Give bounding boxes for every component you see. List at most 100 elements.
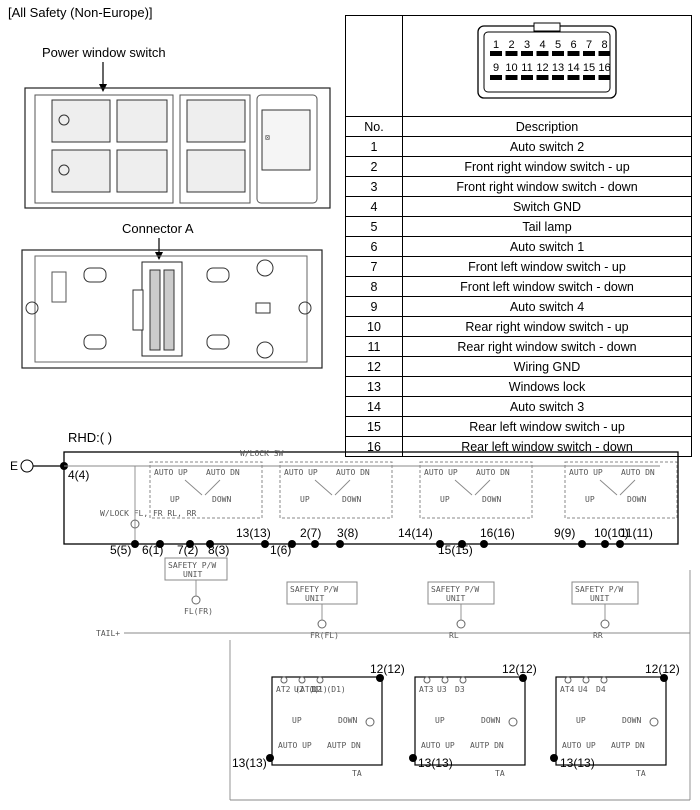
svg-text:AT3: AT3 [419,685,434,694]
connector-pin-number: 15 [583,62,595,74]
svg-text:AUTP DN: AUTP DN [611,741,645,750]
pin-number-cell: 14 [345,396,403,417]
pin-number-cell: 1 [345,136,403,157]
wiring-schematic: E W/LOCK SW W/LOCK FL, FR RL, RR AUTO UP… [10,449,691,801]
connector-pin-top [552,50,564,56]
svg-text:AT2 (AT1): AT2 (AT1) [276,685,319,694]
connector-pin-number: 4 [539,39,545,51]
svg-text:U2 (U1): U2 (U1) [294,685,328,694]
svg-text:U4: U4 [578,685,588,694]
svg-text:AUTO UP: AUTO UP [562,741,596,750]
svg-text:AUTO UP: AUTO UP [278,741,312,750]
connector-pin-number: 3 [524,39,530,51]
svg-text:DOWN: DOWN [212,495,231,504]
connector-pin-number: 8 [601,39,607,51]
svg-text:SAFETY P/W: SAFETY P/W [575,585,623,594]
svg-text:DOWN: DOWN [481,716,500,725]
pin-description-cell: Windows lock [402,376,692,397]
pin-label-layer: 4(4) 5(5) 6(1) 7(2) 8(3) 13(13) 1(6) 2(7… [0,440,700,810]
pin-number-cell: 11 [345,336,403,357]
connector-pin-top [567,50,580,56]
connector-pin-top [490,50,502,56]
pin-description-cell: Auto switch 2 [402,136,692,157]
svg-text:UP: UP [576,716,586,725]
pin-1: 1(6) [270,543,292,557]
svg-text:AUTO UP: AUTO UP [154,468,188,477]
svg-text:⊠: ⊠ [265,133,270,142]
svg-text:UNIT: UNIT [183,570,202,579]
connector-pin-bottom [583,74,595,80]
pin-junction [288,540,296,548]
svg-text:AUTP DN: AUTP DN [327,741,361,750]
pin-9: 9(9) [554,526,576,540]
svg-text:D4: D4 [596,685,606,694]
rhd-label: RHD:( ) [68,430,113,445]
pin-junction [131,540,139,548]
pin-junction [436,540,444,548]
table-header-description: Description [402,116,692,137]
connector-pin-top [536,50,549,56]
pin-12-b: 12(12) [502,662,537,676]
connector-pin-number: 1 [493,39,499,51]
svg-text:DOWN: DOWN [338,716,357,725]
svg-text:DOWN: DOWN [622,716,641,725]
connector-pin-top [598,50,611,56]
pin-13-b: 13(13) [418,756,453,770]
pin-number-cell: 3 [345,176,403,197]
svg-text:DOWN: DOWN [482,495,501,504]
svg-text:AUTO UP: AUTO UP [424,468,458,477]
svg-text:D2 (D1): D2 (D1) [312,685,346,694]
pin-4: 4(4) [68,468,90,482]
pin-10: 10(10) [594,526,629,540]
pin-description-cell: Auto switch 4 [402,296,692,317]
connector-pin-number: 10 [505,62,517,74]
pin-11: 11(11) [620,526,653,540]
pin-number-cell: 5 [345,216,403,237]
pin-2: 2(7) [300,526,322,540]
pin-description-cell: Wiring GND [402,356,692,377]
svg-text:UNIT: UNIT [590,594,609,603]
svg-text:DOWN: DOWN [627,495,646,504]
svg-text:AUTP DN: AUTP DN [470,741,504,750]
pin-number-cell: 8 [345,276,403,297]
connector-pin-top [521,50,533,56]
pin-12-c: 12(12) [645,662,680,676]
connector-pin-number: 9 [493,62,499,74]
connector-pin-number: 7 [586,39,592,51]
wlock-sw-label: W/LOCK SW [240,449,284,458]
pin-description-cell: Switch GND [402,196,692,217]
power-window-switch-label: Power window switch [42,45,166,60]
connector-pin-bottom [536,74,549,80]
pin-junction [458,540,466,548]
window-switch-group: AUTO UP AUTO DN UP DOWN [419,461,533,519]
svg-text:UP: UP [170,495,180,504]
pin-14: 14(14) [398,526,433,540]
pin-6: 6(1) [142,543,164,557]
pin-description-cell: Tail lamp [402,216,692,237]
svg-text:UP: UP [440,495,450,504]
pin-12-a: 12(12) [370,662,405,676]
svg-text:AUTO DN: AUTO DN [476,468,510,477]
pin-description-cell: Auto switch 1 [402,236,692,257]
pin-number-cell: 13 [345,376,403,397]
pin-description-cell: Auto switch 3 [402,396,692,417]
connector-pin-number: 5 [555,39,561,51]
pin-junction [578,540,586,548]
svg-text:SAFETY P/W: SAFETY P/W [431,585,479,594]
svg-text:AUTO DN: AUTO DN [621,468,655,477]
pin-3: 3(8) [337,526,359,540]
connector-pin-number: 6 [570,39,576,51]
pin-junction [616,540,624,548]
